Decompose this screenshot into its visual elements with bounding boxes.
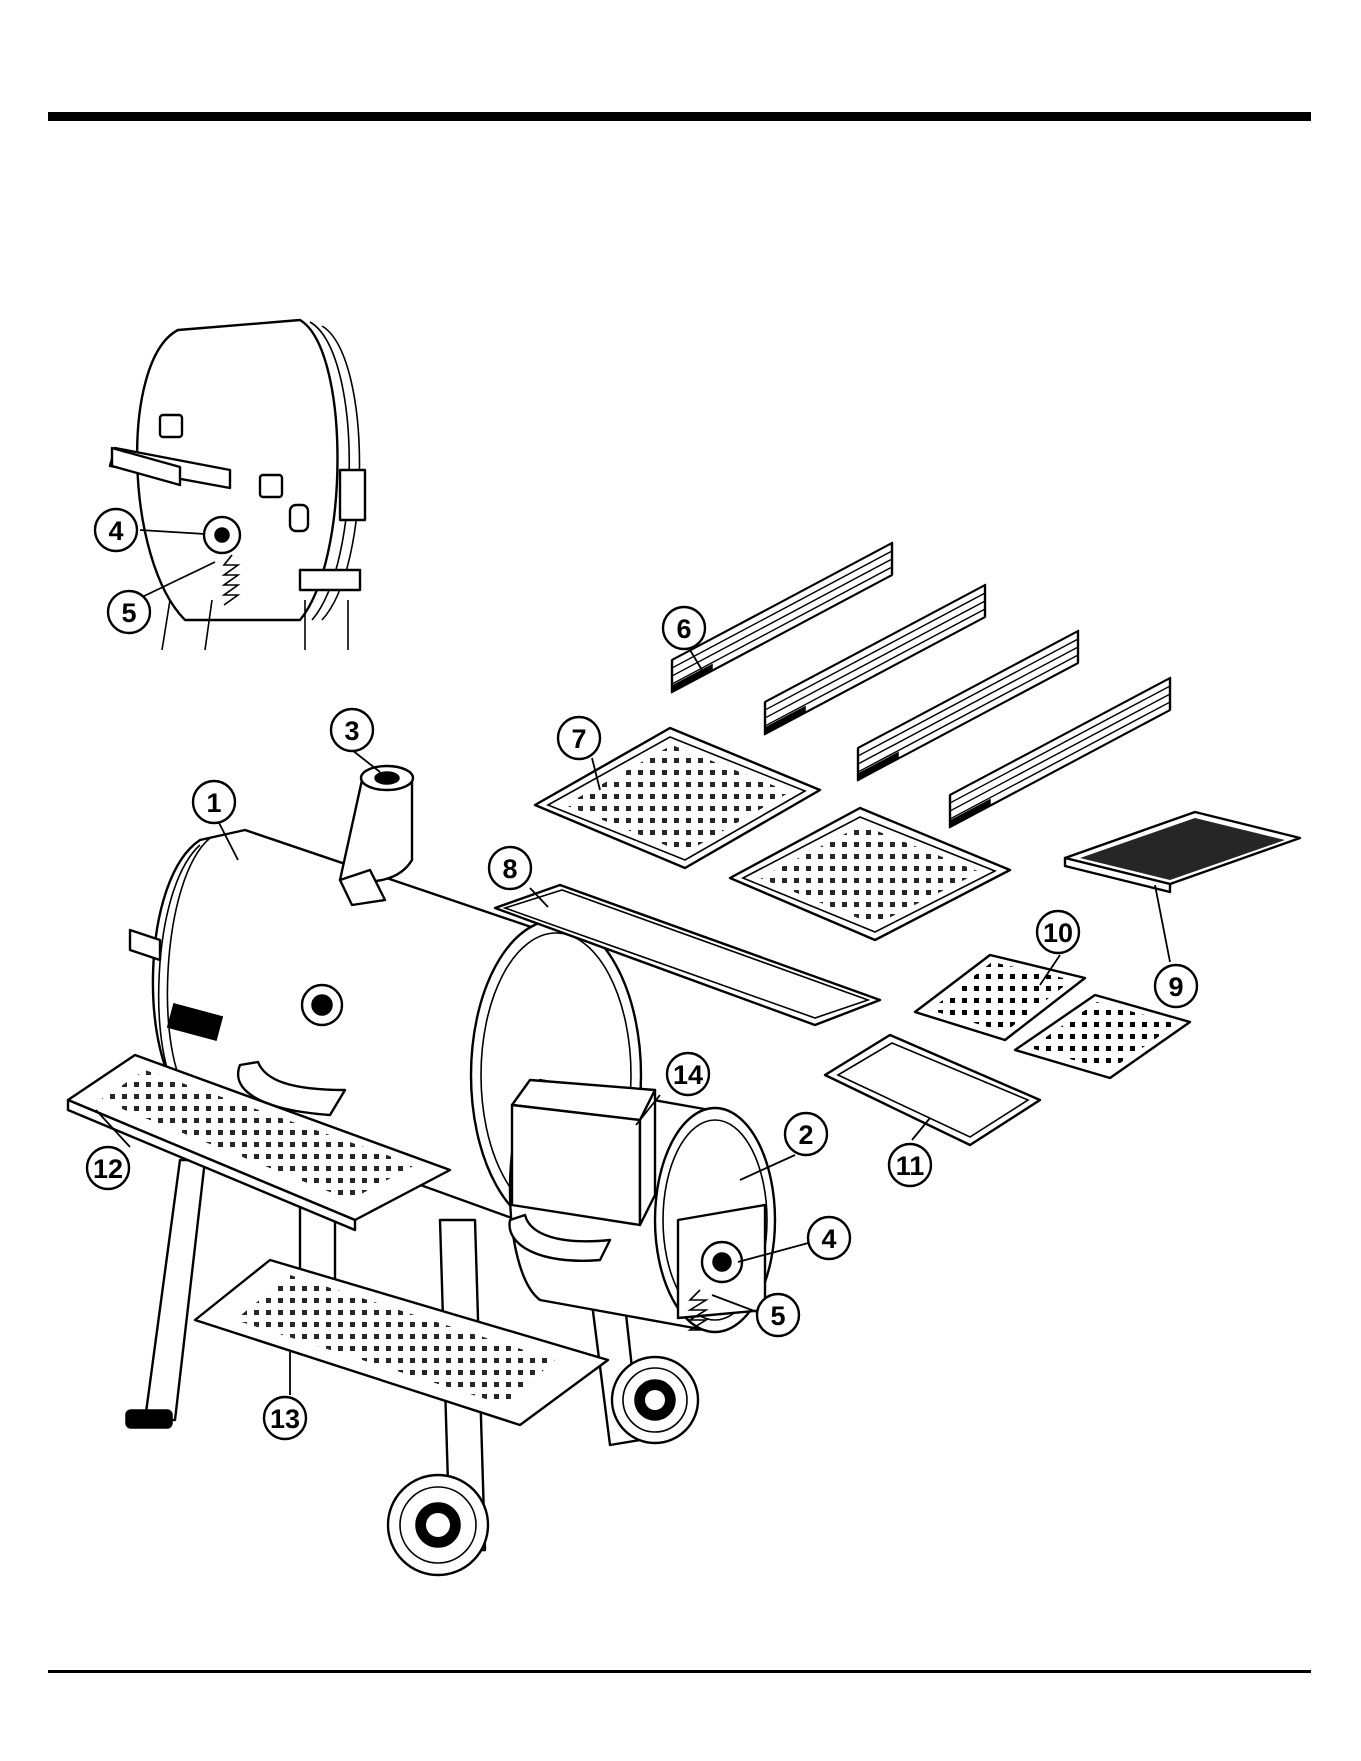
inset-rear-view (110, 320, 365, 650)
svg-text:12: 12 (93, 1154, 123, 1184)
callout-3: 3 (331, 709, 373, 751)
callout-4-inset: 4 (95, 509, 137, 551)
svg-text:10: 10 (1043, 918, 1073, 948)
front-wheel (388, 1475, 488, 1575)
callout-11: 11 (889, 1144, 931, 1186)
charcoal-grates (915, 955, 1190, 1078)
ash-tray (825, 1035, 1040, 1145)
top-rule (48, 112, 1311, 121)
svg-text:4: 4 (821, 1224, 836, 1254)
firebox-cooking-grate (1065, 812, 1300, 892)
svg-text:4: 4 (108, 516, 123, 546)
main-smoker (68, 766, 775, 1575)
svg-text:2: 2 (798, 1120, 813, 1150)
svg-text:14: 14 (673, 1060, 703, 1090)
svg-text:5: 5 (121, 598, 136, 628)
callout-7: 7 (558, 717, 600, 759)
callout-1: 1 (193, 781, 235, 823)
left-front-leg (145, 1160, 205, 1420)
svg-text:11: 11 (896, 1151, 925, 1181)
callout-12: 12 (87, 1147, 129, 1189)
svg-text:13: 13 (270, 1404, 300, 1434)
svg-text:9: 9 (1168, 972, 1183, 1002)
callout-5-inset: 5 (108, 591, 150, 633)
callout-9: 9 (1155, 965, 1197, 1007)
callout-13: 13 (264, 1397, 306, 1439)
callout-6: 6 (663, 607, 705, 649)
svg-text:3: 3 (344, 716, 359, 746)
svg-text:7: 7 (571, 724, 586, 754)
svg-text:8: 8 (502, 854, 517, 884)
callout-14: 14 (667, 1053, 709, 1095)
callout-4-firebox: 4 (808, 1217, 850, 1259)
svg-text:5: 5 (770, 1301, 785, 1331)
rear-wheel (612, 1357, 698, 1443)
callout-5-firebox: 5 (757, 1294, 799, 1336)
callout-2: 2 (785, 1113, 827, 1155)
callout-10: 10 (1037, 911, 1079, 953)
bottom-rule (48, 1670, 1311, 1673)
svg-text:1: 1 (206, 788, 221, 818)
callout-8: 8 (489, 847, 531, 889)
svg-text:6: 6 (676, 614, 691, 644)
